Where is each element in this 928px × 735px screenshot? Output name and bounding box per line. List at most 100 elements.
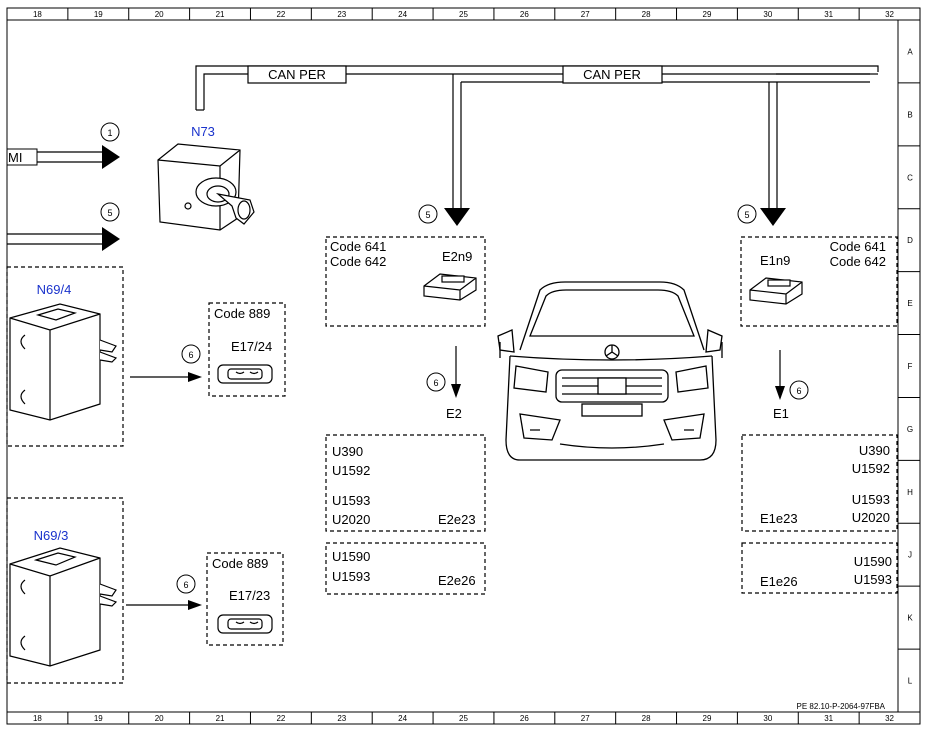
column-number: 21 — [216, 714, 225, 723]
left-list-item-1: U390 — [332, 444, 363, 459]
column-number: 18 — [33, 10, 42, 19]
e1-label: E1 — [773, 406, 789, 421]
column-number: 26 — [520, 10, 529, 19]
column-ticks: 1818191920202121222223232424252526262727… — [33, 8, 895, 724]
column-number: 21 — [216, 10, 225, 19]
callout-5-left: 5 — [107, 208, 112, 218]
e17-23-label: E17/23 — [229, 588, 270, 603]
row-letter: B — [907, 110, 912, 119]
code-889-a: Code 889 — [214, 306, 270, 321]
row-letter: K — [907, 614, 913, 623]
right-lower-item-1: U1590 — [854, 554, 892, 569]
car-front-icon — [497, 281, 723, 461]
row-letter: J — [908, 551, 912, 560]
callout-1: 1 — [107, 128, 112, 138]
row-ticks: A B C D E F G H J K L — [898, 47, 920, 686]
arrow-to-e1 — [775, 350, 785, 400]
row-letter: E — [907, 299, 912, 308]
arrow-to-e17-23 — [126, 600, 202, 610]
row-letter: L — [908, 677, 913, 686]
column-number: 19 — [94, 714, 103, 723]
column-number: 22 — [276, 10, 285, 19]
lamp-icon-e17-23 — [217, 614, 273, 634]
column-number: 26 — [520, 714, 529, 723]
grid-frame — [6, 7, 921, 725]
can-per-bus — [195, 65, 879, 226]
e1e23-label: E1e23 — [760, 511, 798, 526]
column-number: 30 — [763, 10, 772, 19]
left-lower-item-1: U1590 — [332, 549, 370, 564]
can-per-label-left: CAN PER — [268, 67, 326, 82]
left-list-item-2: U1592 — [332, 463, 370, 478]
right-lower-item-2: U1593 — [854, 572, 892, 587]
callout-5-e2n9: 5 — [425, 210, 430, 220]
callout-6-e17-23: 6 — [183, 580, 188, 590]
column-number: 23 — [337, 10, 346, 19]
reference-code: PE 82.10-P-2064-97FBA — [797, 702, 886, 711]
column-number: 25 — [459, 10, 468, 19]
column-number: 20 — [155, 10, 164, 19]
can-per-label-right: CAN PER — [583, 67, 641, 82]
e2e23-label: E2e23 — [438, 512, 476, 527]
e1n9-box — [740, 236, 898, 327]
column-number: 19 — [94, 10, 103, 19]
row-letter: G — [907, 425, 913, 434]
ignition-switch-icon — [157, 143, 255, 231]
right-lower-list-box — [741, 542, 898, 594]
column-number: 32 — [885, 10, 894, 19]
callout-circles — [100, 122, 809, 594]
left-list-item-3: U1593 — [332, 493, 370, 508]
callout-6-e1: 6 — [796, 386, 801, 396]
right-list-item-2: U1592 — [852, 461, 890, 476]
left-code-642: Code 642 — [330, 254, 386, 269]
column-number: 22 — [276, 714, 285, 723]
row-letter: A — [907, 47, 913, 56]
column-number: 31 — [824, 714, 833, 723]
column-number: 18 — [33, 714, 42, 723]
module-icon-e2n9 — [423, 273, 477, 301]
right-list-item-1: U390 — [859, 443, 890, 458]
row-letter: C — [907, 173, 913, 182]
e1n9-label: E1n9 — [760, 253, 790, 268]
input-arrow-5 — [7, 227, 120, 251]
e1e26-label: E1e26 — [760, 574, 798, 589]
arrow-to-e2 — [451, 346, 461, 398]
row-letter: F — [908, 362, 913, 371]
n69-4-box — [6, 266, 124, 447]
e2n9-box — [325, 236, 486, 327]
column-number: 31 — [824, 10, 833, 19]
left-lower-item-2: U1593 — [332, 569, 370, 584]
e17-24-label: E17/24 — [231, 339, 272, 354]
e2-label: E2 — [446, 406, 462, 421]
right-list-item-3: U1593 — [852, 492, 890, 507]
control-unit-icon-n69-3 — [9, 547, 118, 667]
right-upper-list-box — [741, 434, 898, 532]
column-number: 28 — [642, 714, 651, 723]
column-number: 29 — [703, 10, 712, 19]
column-number: 28 — [642, 10, 651, 19]
right-code-641: Code 641 — [830, 239, 886, 254]
lamp-icon-e17-24 — [217, 364, 273, 384]
n73-label: N73 — [191, 124, 215, 139]
row-letter: H — [907, 488, 913, 497]
column-number: 25 — [459, 714, 468, 723]
left-upper-list-box — [325, 434, 486, 532]
input-arrow-1 — [6, 145, 120, 169]
code-889-b: Code 889 — [212, 556, 268, 571]
arrow-to-e17-24 — [130, 372, 202, 382]
callout-6-e2: 6 — [433, 378, 438, 388]
module-icon-e1n9 — [749, 277, 803, 305]
column-number: 23 — [337, 714, 346, 723]
control-unit-icon-n69-4 — [9, 303, 118, 421]
column-number: 29 — [703, 714, 712, 723]
e2e26-label: E2e26 — [438, 573, 476, 588]
row-letter: D — [907, 236, 913, 245]
column-number: 27 — [581, 714, 590, 723]
column-number: 24 — [398, 10, 407, 19]
right-list-item-4: U2020 — [852, 510, 890, 525]
n69-4-label: N69/4 — [37, 282, 72, 297]
e17-24-box — [208, 302, 286, 397]
column-number: 32 — [885, 714, 894, 723]
